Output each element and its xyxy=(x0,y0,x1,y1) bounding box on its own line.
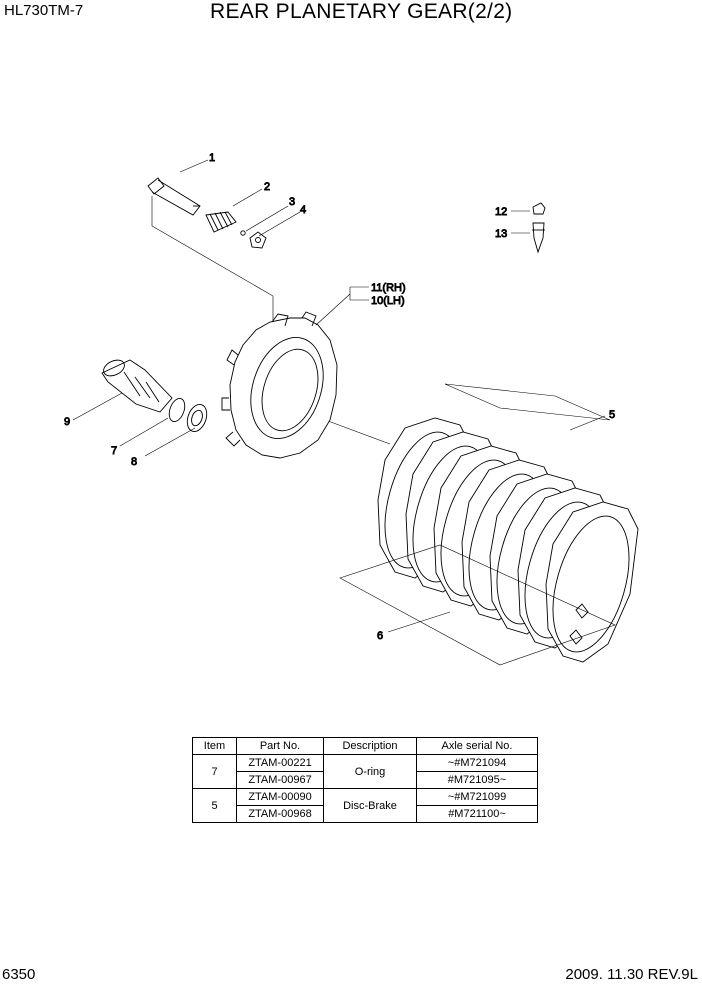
callout-11: 11(RH) xyxy=(371,282,406,294)
part-no-cell: ZTAM-00090 xyxy=(236,788,324,806)
callout-6: 6 xyxy=(377,630,383,642)
table-row: ZTAM-00968 #M721100~ xyxy=(193,805,538,823)
callout-3: 3 xyxy=(289,196,295,208)
model-code: HL730TM-7 xyxy=(4,2,84,19)
description-cell: O-ring xyxy=(323,754,417,789)
callout-7: 7 xyxy=(111,445,117,457)
serial-cell: ~#M721094 xyxy=(416,754,538,772)
assembly-leader-line-2 xyxy=(319,417,391,445)
table-row: 5 ZTAM-00090 Disc-Brake ~#M721099 xyxy=(192,788,538,823)
plug-part xyxy=(249,231,267,249)
brake-disc-stack xyxy=(339,383,639,666)
part-no-cell: ZTAM-00968 xyxy=(236,805,324,823)
part-no-cell: ZTAM-00967 xyxy=(236,771,324,789)
callout-1: 1 xyxy=(209,152,215,164)
description-cell: Disc-Brake xyxy=(323,788,417,823)
header-part-no: Part No. xyxy=(236,737,324,755)
item-cell: 5 xyxy=(192,788,237,823)
callout-9: 9 xyxy=(64,416,70,428)
callout-4: 4 xyxy=(300,204,306,216)
callout-8: 8 xyxy=(131,456,137,468)
header-serial: Axle serial No. xyxy=(416,737,538,755)
table-header-row: Item Part No. Description Axle serial No… xyxy=(192,737,538,755)
ball-part xyxy=(240,230,246,236)
header-item: Item xyxy=(192,737,237,755)
date-revision: 2009. 11.30 REV.9L xyxy=(565,966,698,983)
spring-part xyxy=(205,211,237,233)
header-description: Description xyxy=(323,737,417,755)
serial-cell: #M721100~ xyxy=(416,805,538,823)
serial-cell: ~#M721099 xyxy=(416,788,538,806)
parts-table: Item Part No. Description Axle serial No… xyxy=(192,737,538,823)
serial-cell: #M721095~ xyxy=(416,771,538,789)
part-no-cell: ZTAM-00221 xyxy=(236,754,324,772)
callout-5: 5 xyxy=(609,409,615,421)
callout-leaders xyxy=(72,159,606,633)
callout-10: 10(LH) xyxy=(371,295,405,307)
pin-part xyxy=(101,359,173,413)
callout-2: 2 xyxy=(264,181,270,193)
callout-12: 12 xyxy=(495,206,507,218)
breather-part xyxy=(532,202,546,215)
bolt-part xyxy=(147,177,201,216)
table-row: ZTAM-00967 #M721095~ xyxy=(193,771,538,789)
washer-part xyxy=(186,404,208,432)
plate-part xyxy=(221,311,338,459)
table-row: 7 ZTAM-00221 O-ring ~#M721094 xyxy=(192,754,538,789)
assembly-leader-line xyxy=(151,196,274,322)
page-title: REAR PLANETARY GEAR(2/2) xyxy=(210,0,513,23)
fitting-part xyxy=(532,222,545,254)
o-ring-part xyxy=(168,398,186,422)
callout-13: 13 xyxy=(495,228,507,240)
item-cell: 7 xyxy=(192,754,237,789)
page-number: 6350 xyxy=(2,966,36,983)
